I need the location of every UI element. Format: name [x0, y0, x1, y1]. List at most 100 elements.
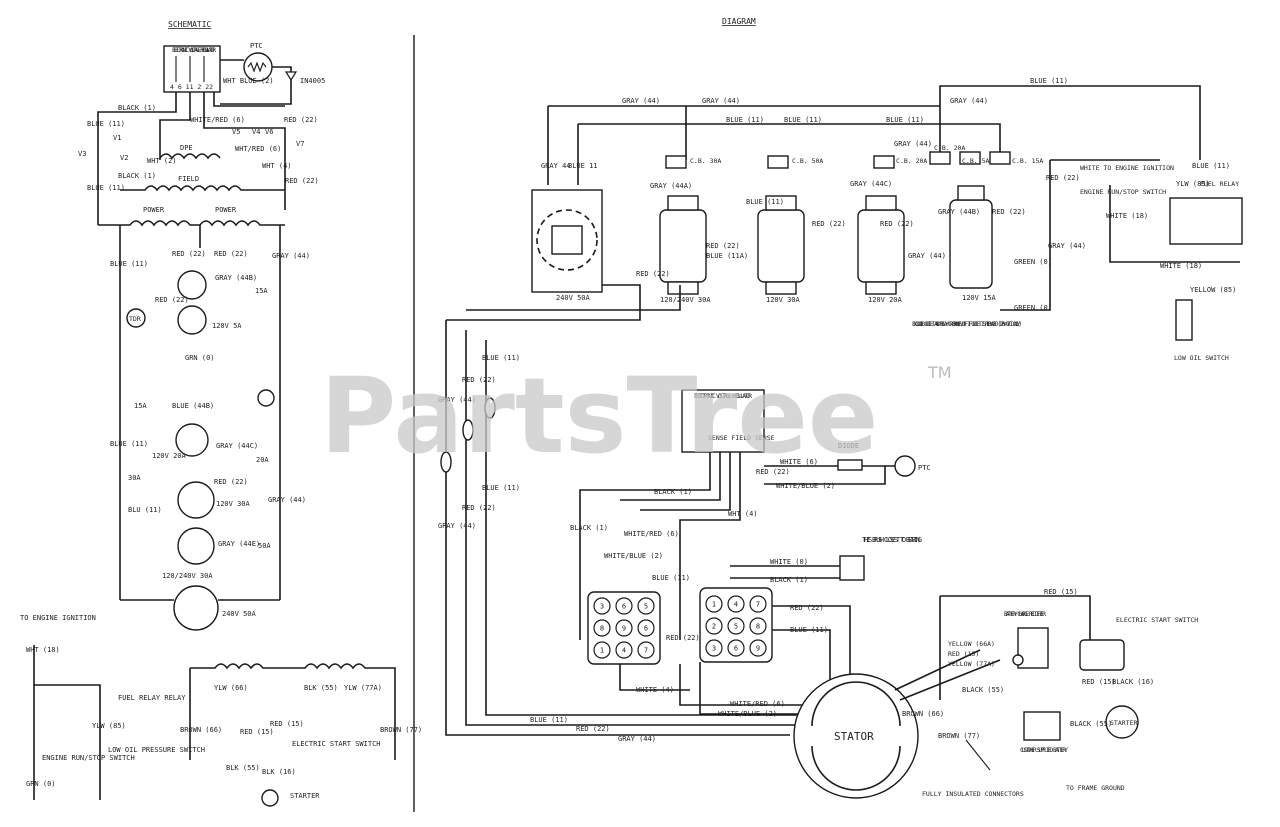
label-gray-44d: GRAY (44) [268, 496, 306, 504]
label-cb-30a: C.B. 30A [690, 157, 721, 165]
label-cb-20a: C.B. 20A [896, 157, 927, 165]
connector-pin [637, 619, 655, 637]
label-d-blue-11-mid1: BLUE (11) [726, 116, 764, 124]
schematic-field-winding [120, 185, 285, 192]
label-d-red-22-s: RED (22) [790, 604, 824, 612]
label-d-blue-11-left: BLUE 11 [568, 162, 598, 170]
label-blk-55: BLK (55) [304, 684, 338, 692]
label-d-regulator: ELECTRONIC VOLTAGE REGULATOR [694, 392, 752, 400]
label-d-red-15c: RED (15) [1082, 678, 1116, 686]
label-d-white-blue-2c: WHITE/BLUE (2) [718, 710, 777, 718]
label-d-red-22-m: RED (22) [812, 220, 846, 228]
label-ylw-77a: YLW (77A) [344, 684, 382, 692]
label-d-yellow-77: YELLOW (77A) [948, 660, 995, 668]
label-d-electric-start-switch: ELECTRIC START SWITCH [1116, 616, 1198, 624]
connector-pin [727, 595, 745, 613]
label-d-gray-44a: GRAY (44A) [650, 182, 692, 190]
label-120-240v-30a: 120/240V 30A [162, 572, 213, 580]
label-120v-5a: 120V 5A [212, 322, 242, 330]
schematic-receptacle-120v-20a [175, 423, 209, 457]
circuit-breaker-20a-b [929, 151, 951, 165]
connector-pin [637, 597, 655, 615]
connector-pin [705, 595, 723, 613]
brush-holder [839, 555, 865, 581]
label-d-red-22-h: RED (22) [756, 468, 790, 476]
schematic-receptacle-240v-50a [173, 585, 219, 631]
connector-pin-number: 6 [734, 645, 738, 653]
label-d-gray-44-i: GRAY (44) [438, 522, 476, 530]
label-cb-20a-b: C.B. 20A [934, 144, 965, 152]
schematic-title: SCHEMATIC [168, 20, 212, 29]
label-15a-b: 15A [134, 402, 147, 410]
label-cb-50a: C.B. 50A [792, 157, 823, 165]
label-regulator-terminals: SENSE FIELD SENSE [708, 434, 775, 442]
label-d-gray-44-q: GRAY (44) [1048, 242, 1086, 250]
connector-pin [615, 597, 633, 615]
label-d-white-blue-2: WHITE/BLUE (2) [776, 482, 835, 490]
label-ylw-85: YLW (85) [92, 722, 126, 730]
label-blue-11: BLUE (11) [87, 120, 125, 128]
connector-pin [615, 619, 633, 637]
label-d-120v-15a: 120V 15A [962, 294, 997, 302]
label-gray-44b: GRAY (44B) [215, 274, 257, 282]
schematic-regulator-label: ELECTRONIC VOLTAGE REGULATOR [172, 46, 216, 54]
voltage-regulator [681, 389, 765, 453]
label-d-gray-44-r2: GRAY (44) [894, 140, 932, 148]
schematic-lamp [257, 389, 275, 407]
label-customer-battery: CUSTOMER SUPPLIED BATTERY [1020, 746, 1068, 754]
label-v7: V7 [296, 140, 304, 148]
connector-pin-number: 8 [600, 625, 604, 633]
label-cb-15a: C.B. 15A [1012, 157, 1043, 165]
connector-pin-number: 8 [756, 623, 760, 631]
label-blu-11: BLU (11) [128, 506, 162, 514]
receptacle-120v-30a [757, 209, 805, 283]
label-120v-30a: 120V 30A [216, 500, 251, 508]
label-cb-5a: C.B. 5A [962, 157, 989, 165]
label-d-white-18: WHITE (18) [1106, 212, 1148, 220]
label-red-22c: RED (22) [172, 250, 206, 258]
label-d-blue-11-e: BLUE (11) [1192, 162, 1230, 170]
circuit-breaker-15a [989, 151, 1011, 165]
label-red-22-top: RED (22) [284, 116, 318, 124]
circuit-breaker-5a [959, 151, 981, 165]
schematic-ptc-label: PTC [250, 42, 263, 50]
label-fully-insulated: FULLY INSULATED CONNECTORS [922, 790, 1024, 798]
label-blue-11b: BLUE (11) [87, 184, 125, 192]
label-d-red-22-o: RED (22) [636, 270, 670, 278]
label-d-ylw-85: YLW (85) [1176, 180, 1210, 188]
stator [793, 673, 919, 799]
connector-pin-number: 5 [644, 603, 648, 611]
label-d-white-18b: WHITE (18) [1160, 262, 1202, 270]
schematic-tdr [126, 308, 146, 328]
label-d-red-22-g: RED (22) [462, 376, 496, 384]
low-oil-switch [1175, 299, 1193, 341]
connector-pin-number: 9 [756, 645, 760, 653]
label-d-fuel-relay: FUEL RELAY [1200, 180, 1239, 188]
schematic-receptacle-120v-30a [177, 481, 215, 519]
label-d-blue-11-j: BLUE (11) [652, 574, 690, 582]
label-d-blue-11-bot: BLUE (11) [530, 716, 568, 724]
label-d-white-blue-2b: WHITE/BLUE (2) [604, 552, 663, 560]
label-d-120-240v-30a: 120/240V 30A [660, 296, 711, 304]
label-blue-44b: BLUE (44B) [172, 402, 214, 410]
connector-pin [727, 639, 745, 657]
label-wht-2: WHT (2) [147, 157, 177, 165]
label-50a: 50A [258, 542, 271, 550]
label-d-gray-44-r: GRAY (44) [950, 97, 988, 105]
label-white-to-engine-ignition: WHITE TO ENGINE IGNITION [1080, 164, 1174, 172]
schematic-diode-label: IN4005 [300, 77, 325, 85]
label-wht-red-6: WHT/RED (6) [235, 145, 281, 153]
label-120v-20a: 120V 20A [152, 452, 187, 460]
label-d-120v-20a: 120V 20A [868, 296, 903, 304]
label-d-red-15b: RED (15) [948, 650, 979, 658]
label-field: FIELD [178, 175, 199, 183]
connector-pin [593, 619, 611, 637]
label-d-low-oil-switch: LOW OIL SWITCH [1174, 354, 1229, 362]
label-white-red: WHITE/RED (6) [190, 116, 245, 124]
diagram-title: DIAGRAM [722, 17, 756, 26]
connector-pin [705, 639, 723, 657]
label-15a: 15A [255, 287, 268, 295]
label-stator: STATOR [834, 730, 874, 743]
label-d-blue-11a: BLUE (11A) [706, 252, 748, 260]
label-d-white-4: WHITE (4) [636, 686, 674, 694]
